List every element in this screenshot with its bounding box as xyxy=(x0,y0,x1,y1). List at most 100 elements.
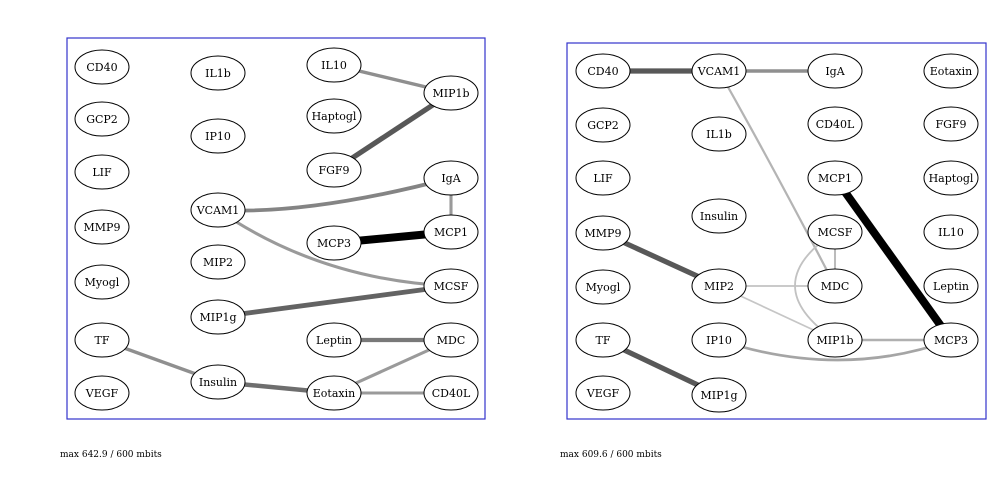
node-ellipse xyxy=(306,47,362,83)
right-network-panel: CD40GCP2LIFMMP9MyoglTFVEGFVCAM1IL1bInsul… xyxy=(560,42,987,460)
node-label: FGF9 xyxy=(318,164,349,177)
node-mcp3: MCP3 xyxy=(306,225,362,261)
node-ellipse xyxy=(575,215,631,251)
node-mcp1: MCP1 xyxy=(807,160,863,196)
node-ellipse xyxy=(74,101,130,137)
edge-vcam1-mcsf xyxy=(217,208,452,288)
node-ellipse xyxy=(190,364,246,400)
node-label: Eotaxin xyxy=(313,387,355,400)
node-ellipse xyxy=(575,375,631,411)
node-label: TF xyxy=(95,334,110,347)
node-ellipse xyxy=(691,116,747,152)
node-label: IL10 xyxy=(938,226,964,239)
node-ellipse xyxy=(190,299,246,335)
node-mip2: MIP2 xyxy=(691,268,747,304)
node-label: IL1b xyxy=(205,67,231,80)
node-ellipse xyxy=(923,106,979,142)
right-nodes: CD40GCP2LIFMMP9MyoglTFVEGFVCAM1IL1bInsul… xyxy=(575,53,979,413)
node-ellipse xyxy=(691,198,747,234)
edge-fgf9-mip1b xyxy=(332,90,453,173)
node-label: CD40L xyxy=(816,118,855,131)
node-myogl: Myogl xyxy=(74,264,130,300)
node-insulin: Insulin xyxy=(190,364,246,400)
node-mcsf: MCSF xyxy=(807,214,863,250)
node-ellipse xyxy=(691,377,747,413)
node-ellipse xyxy=(423,375,479,411)
node-ellipse xyxy=(807,214,863,250)
node-label: VEGF xyxy=(85,387,119,400)
node-ellipse xyxy=(74,322,130,358)
node-label: MIP2 xyxy=(203,256,233,269)
node-insulin: Insulin xyxy=(691,198,747,234)
node-il10: IL10 xyxy=(923,214,979,250)
node-haptogl: Haptogl xyxy=(923,160,979,196)
node-label: LIF xyxy=(593,172,613,185)
node-mip1b: MIP1b xyxy=(423,75,479,111)
node-ellipse xyxy=(807,322,863,358)
node-vegf: VEGF xyxy=(575,375,631,411)
node-label: MCSF xyxy=(434,280,469,293)
node-cd40: CD40 xyxy=(575,53,631,89)
node-il1b: IL1b xyxy=(691,116,747,152)
node-label: MCSF xyxy=(818,226,853,239)
node-ellipse xyxy=(74,209,130,245)
node-ellipse xyxy=(691,322,747,358)
node-vcam1: VCAM1 xyxy=(691,53,747,89)
node-iga: IgA xyxy=(423,160,479,196)
node-ellipse xyxy=(691,268,747,304)
node-ellipse xyxy=(423,75,479,111)
node-leptin: Leptin xyxy=(923,268,979,304)
node-label: IL10 xyxy=(321,59,347,72)
node-ellipse xyxy=(74,49,130,85)
node-ellipse xyxy=(807,160,863,196)
node-mdc: MDC xyxy=(423,322,479,358)
edge-mip1g-mcsf xyxy=(217,283,452,320)
node-ellipse xyxy=(807,106,863,142)
node-iga: IgA xyxy=(807,53,863,89)
node-label: GCP2 xyxy=(587,119,619,132)
node-label: MMP9 xyxy=(84,221,121,234)
node-label: MIP2 xyxy=(704,280,734,293)
node-mdc: MDC xyxy=(807,268,863,304)
node-label: Leptin xyxy=(316,334,352,347)
node-ellipse xyxy=(807,268,863,304)
node-lif: LIF xyxy=(74,154,130,190)
node-mip2: MIP2 xyxy=(190,244,246,280)
node-tf: TF xyxy=(74,322,130,358)
node-ellipse xyxy=(306,225,362,261)
node-label: IgA xyxy=(441,172,461,185)
node-label: MCP1 xyxy=(434,226,468,239)
node-cd40: CD40 xyxy=(74,49,130,85)
node-ellipse xyxy=(190,244,246,280)
node-ellipse xyxy=(74,264,130,300)
node-ellipse xyxy=(923,160,979,196)
node-label: Leptin xyxy=(933,280,969,293)
node-mmp9: MMP9 xyxy=(575,215,631,251)
node-label: Haptogl xyxy=(312,110,357,123)
right-footer-label: max 609.6 / 600 mbits xyxy=(560,450,662,460)
node-label: LIF xyxy=(92,166,112,179)
node-label: IP10 xyxy=(205,130,231,143)
left-nodes: CD40GCP2LIFMMP9MyoglTFVEGFIL1bIP10VCAM1M… xyxy=(74,47,479,411)
node-ellipse xyxy=(923,53,979,89)
edge-ip10-mcp3 xyxy=(718,338,952,362)
left-edges xyxy=(101,63,453,396)
node-mmp9: MMP9 xyxy=(74,209,130,245)
node-label: VCAM1 xyxy=(697,65,741,78)
node-il1b: IL1b xyxy=(190,55,246,91)
node-mcsf: MCSF xyxy=(423,268,479,304)
node-mcp3: MCP3 xyxy=(923,322,979,358)
node-label: CD40 xyxy=(587,65,618,78)
left-network-panel: CD40GCP2LIFMMP9MyoglTFVEGFIL1bIP10VCAM1M… xyxy=(60,37,486,460)
right-panel-frame xyxy=(566,42,987,420)
node-label: GCP2 xyxy=(86,113,118,126)
node-gcp2: GCP2 xyxy=(575,107,631,143)
node-ellipse xyxy=(306,375,362,411)
node-ellipse xyxy=(575,53,631,89)
node-vcam1: VCAM1 xyxy=(190,192,246,228)
left-footer-label: max 642.9 / 600 mbits xyxy=(60,450,162,460)
node-label: IL1b xyxy=(706,128,732,141)
node-ellipse xyxy=(691,53,747,89)
node-ellipse xyxy=(423,160,479,196)
